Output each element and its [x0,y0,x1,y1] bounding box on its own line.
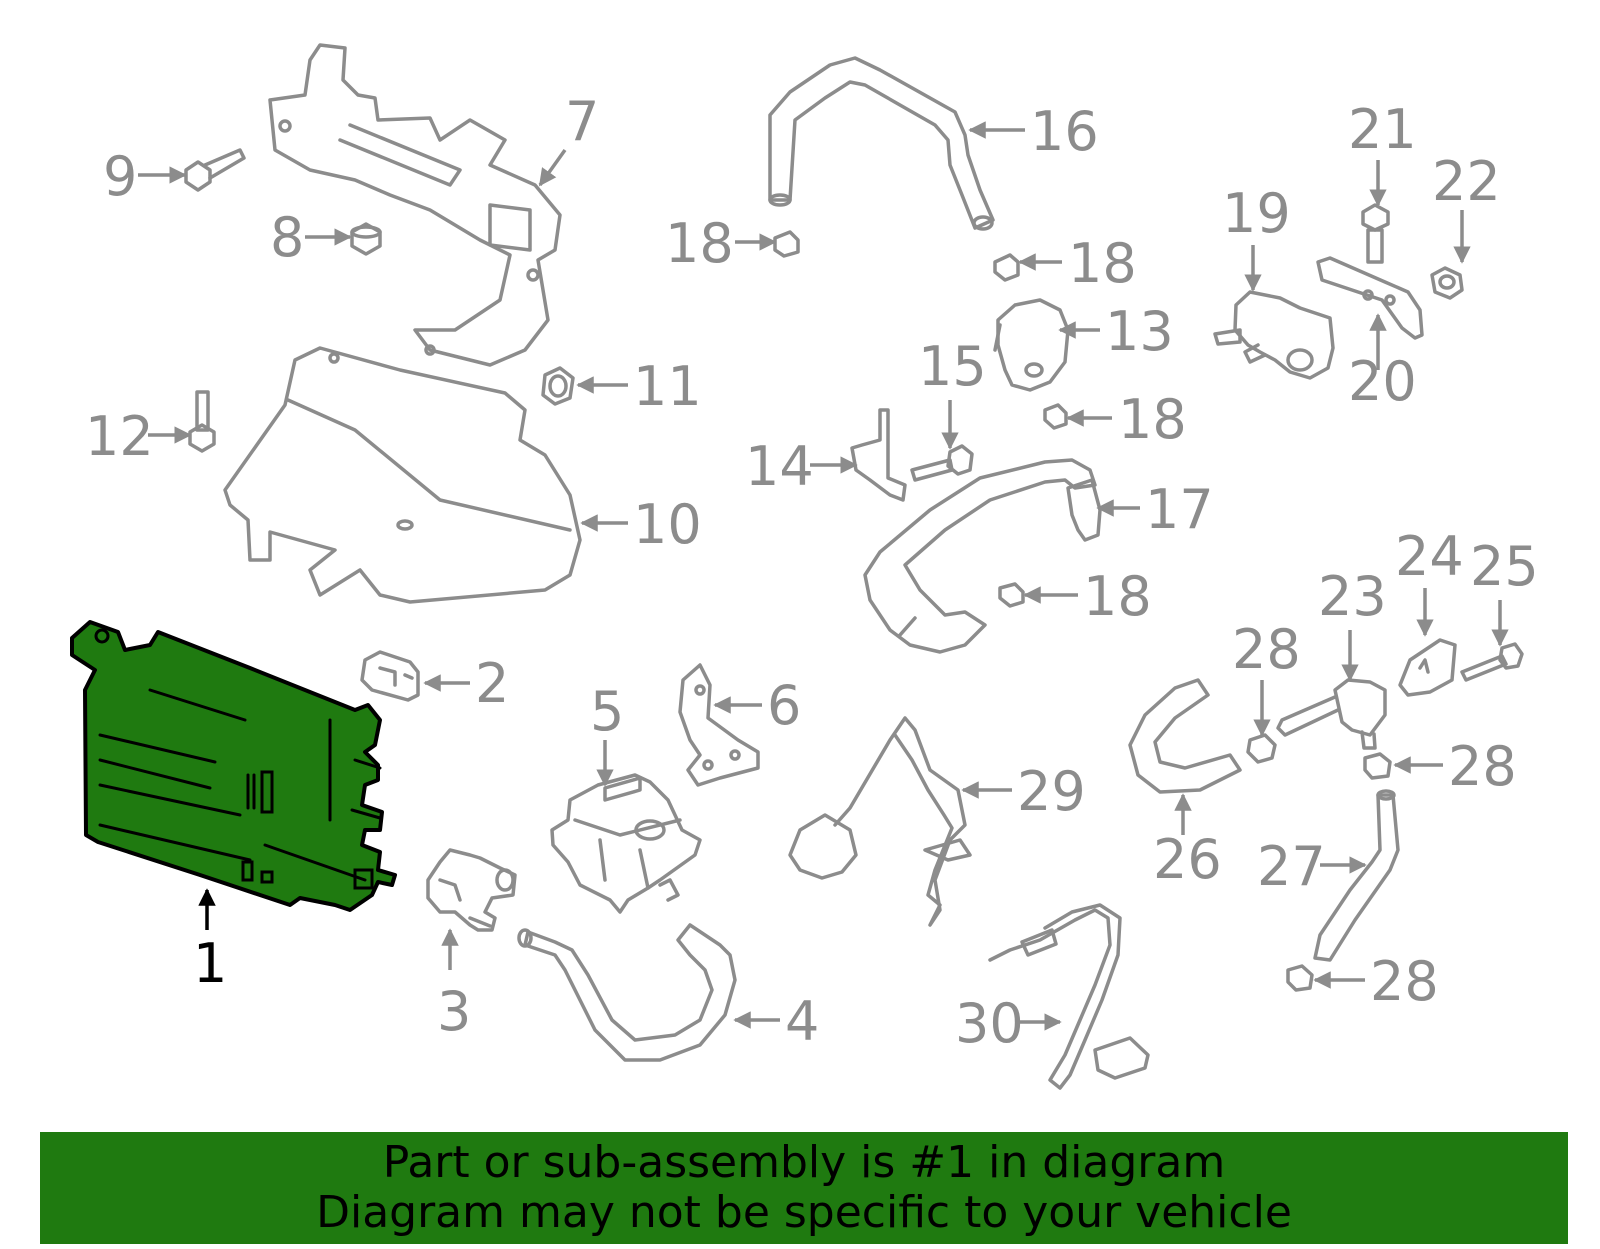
banner-line-2: Diagram may not be specific to your vehi… [316,1187,1292,1238]
callout-18b: 18 [1068,232,1137,295]
part-10-heat-shield [223,346,582,604]
part-23-valve [1276,678,1387,750]
part-15-bolt [910,444,974,482]
part-24-bracket [1398,638,1457,697]
part-21-bolt [1361,203,1390,264]
part-8-nut [350,222,382,256]
callout-23: 23 [1318,565,1387,628]
callout-6: 6 [767,674,801,737]
callout-labels: 1 2 3 4 5 6 7 8 9 10 11 12 13 14 15 16 1… [85,90,1539,1055]
part-18-clamp-b [993,253,1020,282]
callout-2: 2 [475,652,509,715]
part-22-nut [1430,266,1464,300]
part-13-filter [993,298,1070,392]
callout-12: 12 [85,405,154,468]
callout-9: 9 [103,145,137,208]
part-18-clamp-d [998,582,1025,608]
callout-28b: 28 [1448,735,1517,798]
part-3-valve [426,848,517,932]
callout-29: 29 [1017,760,1086,823]
part-9-bolt [184,148,246,192]
part-27-hose [1313,789,1400,962]
callout-19: 19 [1222,182,1291,245]
callout-28c: 28 [1370,950,1439,1013]
callout-15: 15 [918,335,987,398]
leader-lines [138,121,1509,1031]
callout-5: 5 [590,680,624,743]
part-17-hose [863,458,1102,654]
callout-13: 13 [1105,300,1174,363]
callout-11: 11 [633,355,702,418]
part-7-bracket [268,43,562,367]
part-28-clamp-b [1363,752,1392,780]
part-6-bracket [678,663,760,787]
callout-30: 30 [955,992,1024,1055]
callout-1: 1 [193,932,227,995]
callout-8: 8 [270,206,304,269]
callout-16: 16 [1030,100,1099,163]
part-14-bracket [850,408,907,502]
part-20-bracket [1316,256,1424,340]
part-4-hose [517,923,737,1062]
callout-4: 4 [785,990,819,1053]
part-11-nut [541,366,575,406]
part-29-sensor [788,716,972,927]
callout-14: 14 [745,435,814,498]
part-25-bolt [1460,642,1524,682]
part-12-bolt [188,390,216,453]
callout-22: 22 [1432,150,1501,213]
callout-18c: 18 [1118,388,1187,451]
part-1-canister [70,620,397,912]
part-30-o2-sensor [988,903,1150,1090]
info-banner: Part or sub-assembly is #1 in diagram Di… [40,1132,1568,1244]
callout-25: 25 [1470,535,1539,598]
part-18-clamp-c [1043,403,1068,430]
callout-27: 27 [1257,835,1326,898]
callout-26: 26 [1153,828,1222,891]
callout-18a: 18 [665,212,734,275]
banner-line-1: Part or sub-assembly is #1 in diagram [382,1137,1226,1188]
part-28-clamp-a [1246,733,1277,764]
part-16-hose [768,56,995,231]
callout-3: 3 [437,980,471,1043]
callout-17: 17 [1145,478,1214,541]
part-5-tank [550,773,702,914]
callout-24: 24 [1395,525,1464,588]
part-2-connector [360,650,420,702]
part-18-clamp-a [773,230,800,258]
callout-20: 20 [1348,350,1417,413]
callout-10: 10 [633,493,702,556]
part-19-solenoid [1213,290,1335,380]
callout-7: 7 [565,90,599,153]
callout-18d: 18 [1083,565,1152,628]
callout-28a: 28 [1232,618,1301,681]
callout-21: 21 [1348,98,1417,161]
part-26-hose [1128,678,1242,794]
part-28-clamp-c [1286,964,1314,992]
